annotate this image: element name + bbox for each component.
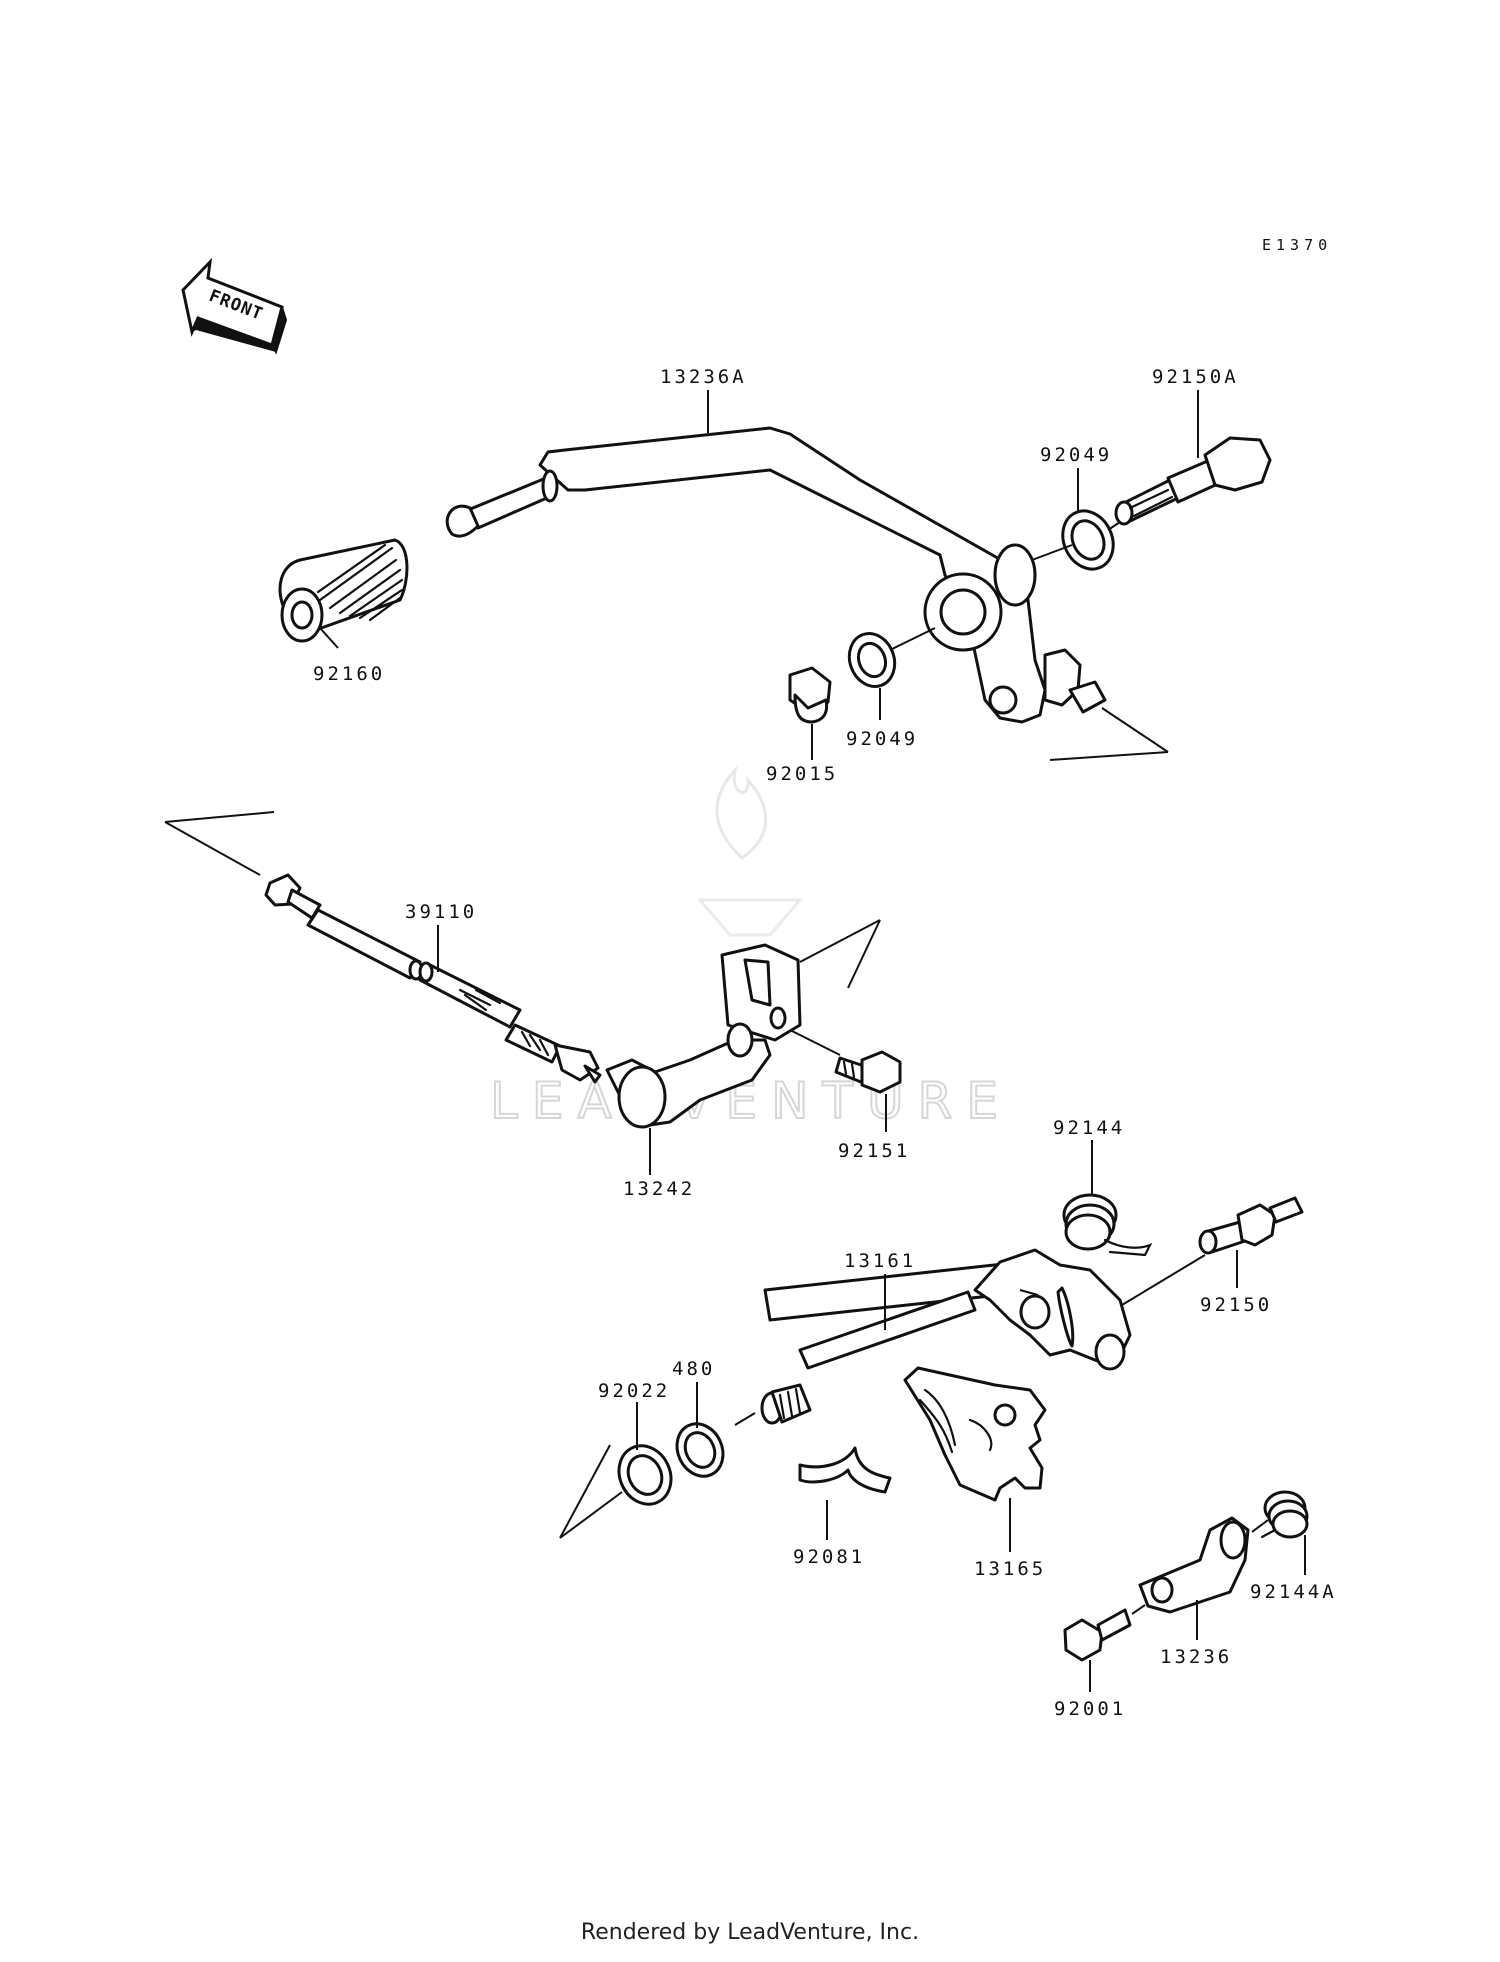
leader-lines bbox=[319, 390, 1306, 1692]
shift-rod bbox=[164, 811, 602, 1084]
retainer-clip bbox=[798, 1446, 892, 1494]
return-spring-top bbox=[1062, 1193, 1153, 1257]
label-13236A: 13236A bbox=[660, 366, 747, 388]
label-92049-upper: 92049 bbox=[1040, 444, 1112, 466]
label-92015: 92015 bbox=[766, 763, 838, 785]
label-92150A: 92150A bbox=[1152, 366, 1239, 388]
label-13161: 13161 bbox=[844, 1250, 916, 1272]
washer-lower bbox=[847, 632, 897, 688]
label-13242: 13242 bbox=[623, 1178, 695, 1200]
washer-92022 bbox=[559, 1444, 673, 1539]
lever-13236 bbox=[1138, 1516, 1269, 1614]
label-92049-lower: 92049 bbox=[846, 728, 918, 750]
footer-credit: Rendered by LeadVenture, Inc. bbox=[580, 1920, 920, 1945]
circlip-480 bbox=[675, 1422, 725, 1478]
diagram-code: E1370 bbox=[1262, 236, 1332, 254]
front-arrow-icon: FRONT bbox=[181, 257, 288, 355]
bolt-92001 bbox=[1063, 1604, 1146, 1662]
washer-upper bbox=[1061, 509, 1115, 571]
label-13236: 13236 bbox=[1160, 1646, 1232, 1668]
label-92081: 92081 bbox=[793, 1546, 865, 1568]
pin-bolt-92150 bbox=[1198, 1196, 1304, 1255]
shift-shaft bbox=[734, 1248, 1206, 1426]
return-spring-bottom bbox=[1260, 1490, 1309, 1539]
label-92151: 92151 bbox=[838, 1140, 910, 1162]
shift-lever-arm bbox=[605, 919, 881, 1129]
label-92150: 92150 bbox=[1200, 1294, 1272, 1316]
lever-bolt bbox=[789, 1029, 902, 1094]
label-92022: 92022 bbox=[598, 1380, 670, 1402]
assembly-lines-top bbox=[889, 521, 1169, 761]
pedal-arm bbox=[445, 426, 1107, 724]
label-480: 480 bbox=[672, 1358, 715, 1380]
label-92001: 92001 bbox=[1054, 1698, 1126, 1720]
label-92144: 92144 bbox=[1053, 1117, 1125, 1139]
shift-plate bbox=[903, 1366, 1047, 1502]
cap-nut bbox=[788, 666, 832, 724]
label-92144A: 92144A bbox=[1250, 1581, 1337, 1603]
label-92160: 92160 bbox=[313, 663, 385, 685]
label-13165: 13165 bbox=[974, 1558, 1046, 1580]
watermark-logo bbox=[696, 764, 804, 937]
pedal-rubber bbox=[278, 538, 409, 643]
pivot-bolt-top bbox=[1114, 436, 1272, 526]
label-39110: 39110 bbox=[405, 901, 477, 923]
